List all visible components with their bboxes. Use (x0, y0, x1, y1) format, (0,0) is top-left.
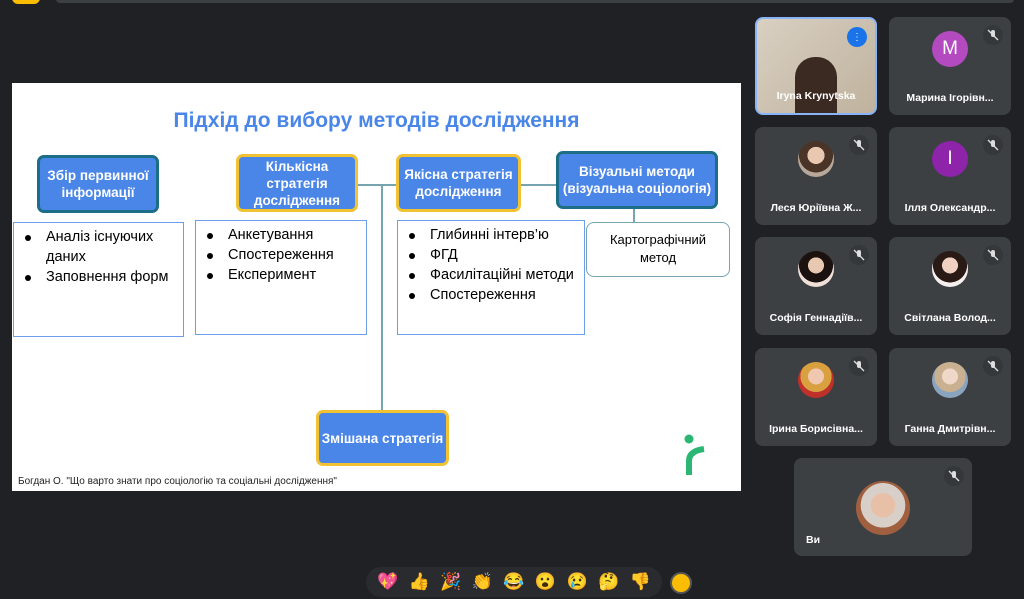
list-item: Фасилітаційні методи (404, 265, 578, 285)
thumbs-up-reaction[interactable]: 👍 (408, 572, 430, 591)
laughing-reaction[interactable]: 😂 (503, 572, 525, 591)
list-item: Анкетування (202, 225, 360, 245)
avatar: M (932, 31, 968, 67)
participant-name: Iryna Krynytska (776, 90, 856, 102)
mic-off-icon (983, 135, 1003, 155)
video-feed (795, 57, 837, 113)
speaking-icon: ⋮ (847, 27, 867, 47)
participant-name: Софія Геннадіїв... (769, 312, 863, 324)
list-quantitative: Анкетування Спостереження Експеримент (195, 220, 367, 335)
participant-tile[interactable]: M Марина Ігорівн... (889, 17, 1011, 115)
top-indicator (12, 0, 40, 4)
clapping-reaction[interactable]: 👏 (471, 572, 493, 591)
heading-primary-info: Збір первинної інформації (37, 155, 159, 213)
participant-tile-self[interactable]: Ви (794, 458, 972, 556)
mic-off-icon (849, 245, 869, 265)
participant-tile[interactable]: Софія Геннадіїв... (755, 237, 877, 335)
slide-title: Підхід до вибору методів дослідження (173, 109, 580, 132)
participant-name: Світлана Волод... (904, 312, 996, 324)
list-primary-info: Аналіз існуючих даних Заповнення форм (13, 222, 184, 337)
heading-qualitative: Якісна стратегія дослідження (396, 154, 521, 212)
heading-visual: Візуальні методи (візуальна соціологія) (556, 151, 718, 209)
participant-name: Ірина Борисівна... (769, 423, 863, 435)
participant-tile[interactable]: I Ілля Олександр... (889, 127, 1011, 225)
participant-name: Ганна Дмитрівн... (904, 423, 996, 435)
mic-off-icon (849, 135, 869, 155)
participant-name: Ви (806, 534, 821, 546)
avatar (932, 251, 968, 287)
participant-tile[interactable]: Леся Юріївна Ж... (755, 127, 877, 225)
list-qualitative: Глибинні інтерв’ю ФГД Фасилітаційні мето… (397, 220, 585, 335)
presentation-slide: Підхід до вибору методів дослідження Збі… (12, 83, 741, 491)
participant-tile[interactable]: Ганна Дмитрівн... (889, 348, 1011, 446)
surprised-reaction[interactable]: 😮 (534, 572, 557, 591)
skin-tone-button[interactable] (670, 572, 692, 594)
list-item: Спостереження (202, 245, 360, 265)
list-item: ФГД (404, 245, 578, 265)
mic-off-icon (944, 466, 964, 486)
connector-line (633, 209, 635, 222)
mic-off-icon (983, 25, 1003, 45)
participant-name: Марина Ігорівн... (906, 92, 994, 104)
list-item: Аналіз існуючих даних (20, 227, 177, 267)
connector-line (381, 184, 383, 410)
list-visual: Картографічний метод (586, 222, 730, 277)
participant-tile[interactable]: ⋮ Iryna Krynytska (755, 17, 877, 115)
thumbs-down-reaction[interactable]: 👎 (629, 572, 651, 591)
avatar (798, 141, 834, 177)
mic-off-icon (983, 356, 1003, 376)
list-item: Спостереження (404, 285, 578, 305)
sparkling-heart-reaction[interactable]: 💖 (377, 572, 399, 591)
crying-reaction[interactable]: 😢 (566, 572, 588, 591)
list-item: Експеримент (202, 265, 360, 285)
mic-off-icon (983, 245, 1003, 265)
heading-quantitative: Кількісна стратегія дослідження (236, 154, 358, 212)
avatar (856, 481, 910, 535)
thinking-reaction[interactable]: 🤔 (598, 572, 620, 591)
participant-name: Ілля Олександр... (904, 202, 996, 214)
avatar (798, 362, 834, 398)
party-popper-reaction[interactable]: 🎉 (440, 572, 462, 591)
list-item: Глибинні інтерв’ю (404, 225, 578, 245)
list-item: Заповнення форм (20, 267, 177, 287)
top-bar (56, 0, 1014, 3)
participant-name: Леся Юріївна Ж... (770, 202, 862, 214)
avatar (932, 362, 968, 398)
avatar: I (932, 141, 968, 177)
participant-tile[interactable]: Світлана Волод... (889, 237, 1011, 335)
mic-off-icon (849, 356, 869, 376)
logo-icon (684, 434, 705, 475)
participant-tile[interactable]: Ірина Борисівна... (755, 348, 877, 446)
slide-footer: Богдан О. "Що варто знати про соціологію… (18, 476, 337, 487)
heading-mixed: Змішана стратегія (316, 410, 449, 466)
reactions-bar: 💖 👍 🎉 👏 😂 😮 😢 🤔 👎 (366, 567, 662, 597)
avatar (798, 251, 834, 287)
